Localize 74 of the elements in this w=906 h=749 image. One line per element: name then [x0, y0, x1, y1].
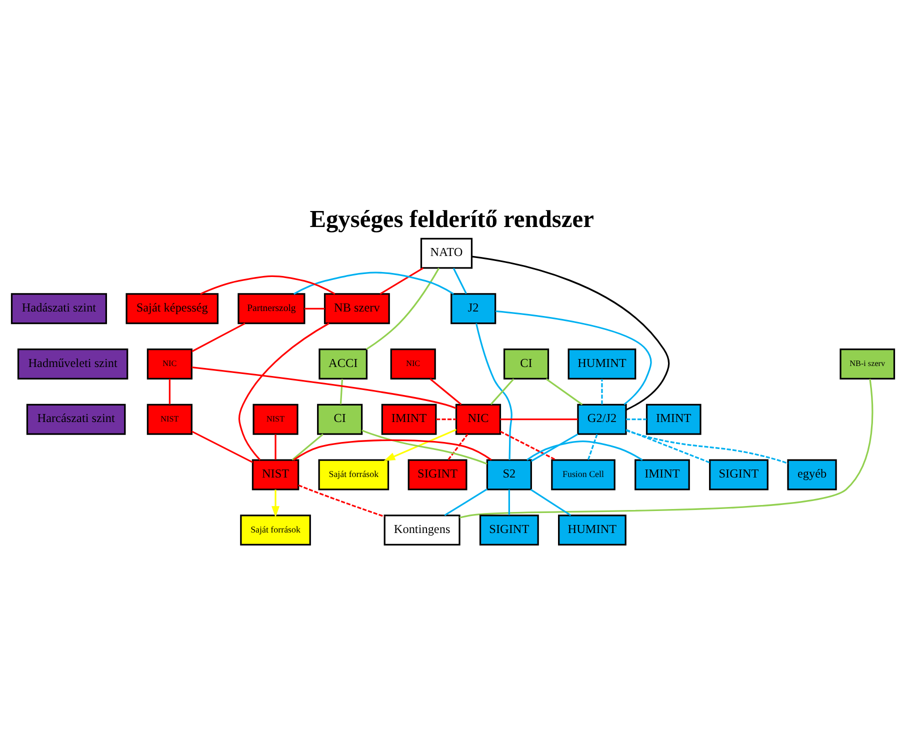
node-box: Fusion Cell — [551, 458, 616, 490]
node-box: SIGINT — [408, 458, 468, 490]
node-box: NIC — [390, 348, 436, 379]
connector — [508, 489, 510, 515]
diagram-title: Egységes felderítő rendszer — [310, 206, 594, 233]
node-box: Partnerszolg — [238, 292, 306, 324]
connector — [444, 488, 488, 516]
connector — [192, 430, 253, 463]
node-box: Harcászati szint — [26, 403, 126, 434]
connector — [472, 255, 670, 410]
arrow — [272, 489, 280, 518]
connector — [293, 438, 492, 460]
node-box: NATO — [420, 237, 473, 268]
connector — [452, 267, 467, 294]
connector — [530, 432, 578, 462]
node-box: IMINT — [634, 458, 690, 490]
node-box: egyéb — [787, 458, 837, 490]
node-box: Hadműveleti szint — [17, 348, 128, 379]
node-box: J2 — [450, 292, 496, 324]
node-box: S2 — [486, 458, 532, 490]
connector — [298, 484, 385, 517]
node-box: Saját források — [318, 458, 390, 490]
connector — [380, 266, 424, 294]
connector — [192, 322, 246, 352]
connector — [293, 271, 454, 294]
node-box: NIC — [146, 348, 192, 379]
node-box: SIGINT — [479, 514, 539, 546]
connector — [168, 378, 170, 404]
arrow — [384, 428, 457, 460]
connector — [546, 378, 583, 405]
connector — [530, 488, 572, 516]
connector — [626, 418, 646, 420]
connector — [526, 440, 643, 460]
node-box: IMINT — [381, 403, 437, 434]
connector — [601, 378, 603, 404]
connector — [200, 274, 336, 294]
node-box: SIGINT — [709, 458, 768, 490]
connector — [626, 428, 710, 463]
connector — [500, 430, 556, 460]
connector — [238, 322, 330, 460]
node-box: Saját források — [240, 514, 311, 546]
node-box: NIST — [146, 403, 192, 434]
node-box: CI — [503, 348, 550, 379]
connector — [436, 418, 456, 420]
node-box: NIST — [252, 458, 300, 490]
connector — [362, 429, 488, 464]
connector — [475, 322, 512, 460]
node-box: ACCI — [318, 348, 368, 379]
node-box: NB-i szerv — [840, 348, 896, 379]
node-box: NIC — [455, 403, 502, 434]
connector — [192, 366, 456, 409]
connector — [274, 434, 276, 460]
connector — [304, 307, 325, 309]
connector — [366, 267, 440, 350]
node-box: HUMINT — [568, 348, 636, 379]
node-box: NIST — [252, 403, 298, 434]
connector — [430, 378, 462, 405]
connector — [587, 434, 598, 460]
connector — [500, 418, 578, 420]
node-box: NB szerv — [324, 292, 390, 324]
node-box: Kontingens — [384, 514, 460, 546]
connector — [626, 429, 788, 464]
connector — [448, 433, 468, 460]
connector — [495, 310, 652, 405]
connector — [459, 378, 874, 518]
node-box: Hadászati szint — [10, 292, 107, 324]
connector — [490, 378, 514, 404]
node-box: HUMINT — [558, 514, 626, 546]
node-box: IMINT — [646, 403, 702, 434]
node-box: CI — [317, 403, 363, 434]
node-box: G2/J2 — [577, 403, 627, 434]
connector — [292, 433, 324, 460]
connector — [340, 378, 344, 404]
node-box: Saját képesség — [126, 292, 219, 324]
